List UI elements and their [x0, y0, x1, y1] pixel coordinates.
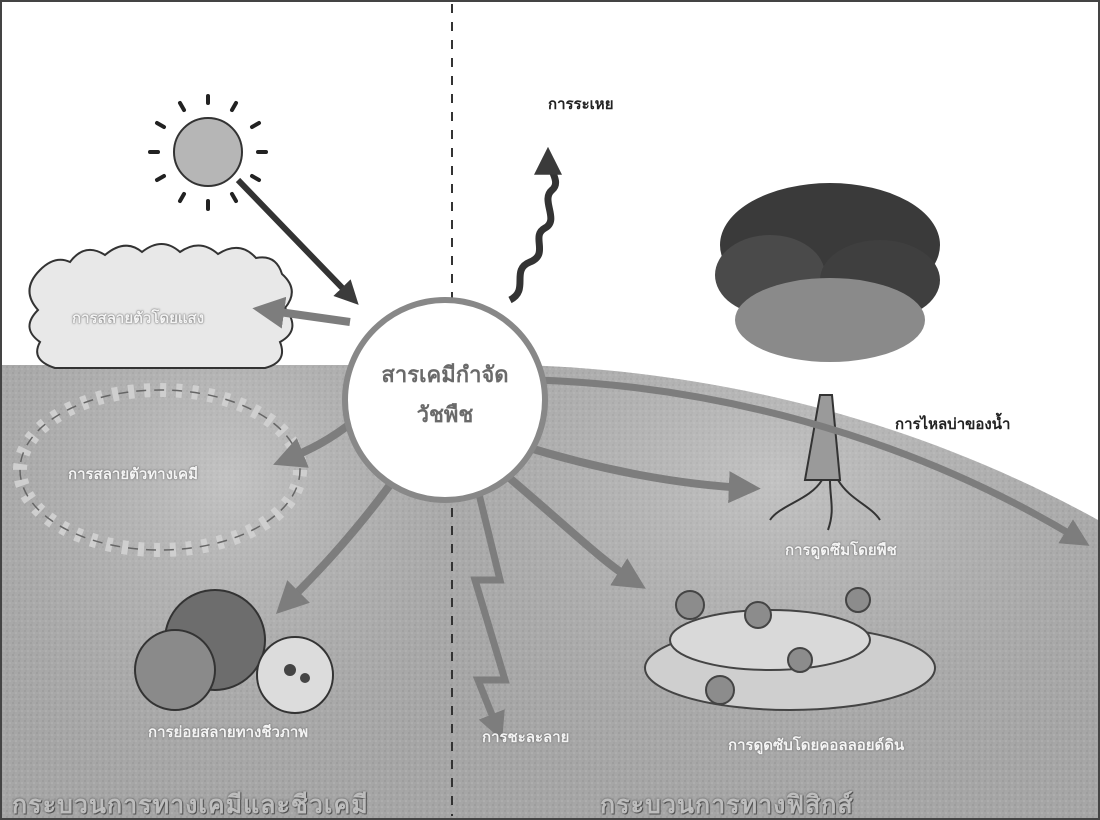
label-chemical-decomposition: การสลายตัวทางเคมี — [68, 462, 198, 486]
center-label: สารเคมีกำจัด วัชพืช — [345, 355, 545, 435]
label-photodecomposition: การสลายตัวโดยแสง — [72, 306, 204, 330]
section-title-chemical: กระบวนการทางเคมีและชีวเคมี — [12, 785, 369, 820]
label-leaching: การชะละลาย — [482, 725, 569, 749]
center-label-line2: วัชพืช — [345, 395, 545, 435]
label-runoff: การไหลบ่าของน้ำ — [895, 412, 1010, 436]
center-label-line1: สารเคมีกำจัด — [345, 355, 545, 395]
label-volatilization: การระเหย — [548, 92, 613, 116]
section-title-physical: กระบวนการทางฟิสิกส์ — [600, 785, 854, 820]
label-plant-uptake: การดูดซึมโดยพืช — [785, 538, 897, 562]
label-microbial-decomposition: การย่อยสลายทางชีวภาพ — [148, 720, 308, 744]
label-colloid-adsorption: การดูดซับโดยคอลลอยด์ดิน — [728, 733, 904, 757]
